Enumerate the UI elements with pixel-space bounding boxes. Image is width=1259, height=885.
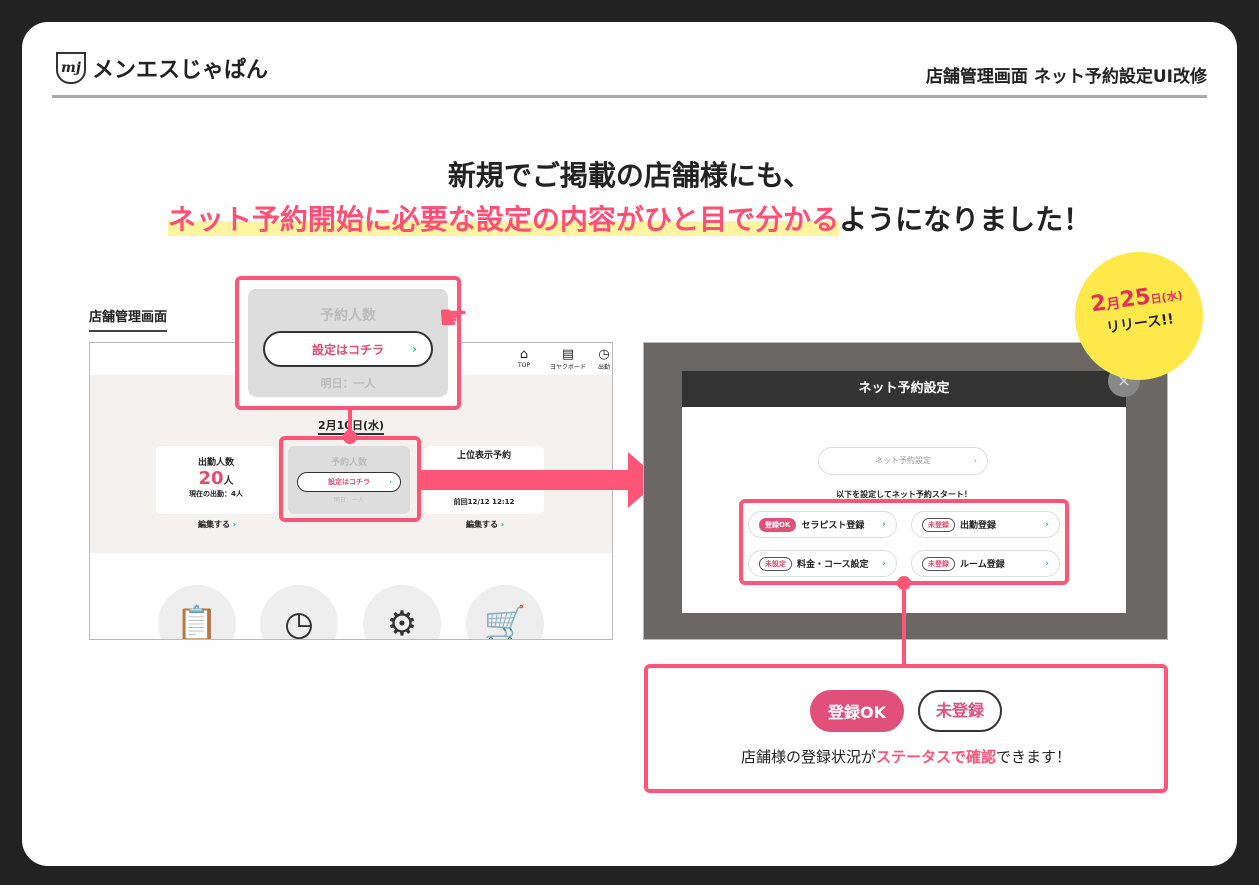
edit-link[interactable]: 編集する › bbox=[198, 520, 237, 529]
item-pricing[interactable]: 未設定料金・コース設定› bbox=[748, 550, 897, 577]
headline-rest: ようになりました！ bbox=[839, 203, 1092, 236]
cart-icon[interactable]: 🛒 bbox=[466, 585, 544, 639]
connector-line bbox=[902, 584, 906, 668]
document-title: 店舗管理画面 ネット予約設定UI改修 bbox=[925, 67, 1207, 87]
badge-ok: 登録OK bbox=[809, 690, 904, 732]
zoom-callout: 予約人数 設定はコチラ› 明日：一人 bbox=[235, 276, 461, 410]
highlight-frame bbox=[279, 436, 421, 522]
connector-line bbox=[348, 408, 352, 438]
pointing-hand-icon: ☛ bbox=[438, 298, 469, 338]
net-reservation-button[interactable]: ネット予約設定› bbox=[818, 447, 988, 475]
nav-attendance[interactable]: ◷出勤 bbox=[598, 347, 611, 371]
clock-icon[interactable]: ◷ bbox=[260, 585, 338, 639]
connector-dot bbox=[897, 576, 911, 590]
tile-reservations: 予約人数 設定はコチラ› 明日：一人 bbox=[288, 446, 410, 514]
arrow-shaft bbox=[420, 470, 630, 490]
badge-ng: 未登録 bbox=[918, 690, 1003, 732]
tile-attendance: 出勤人数 20人 現在の出勤：4人 bbox=[156, 446, 276, 514]
profile-settings-icon[interactable]: ⚙ bbox=[363, 585, 441, 639]
logo-text: メンエスじゃぱん bbox=[92, 58, 269, 83]
headline-line1: 新規でご掲載の店舗様にも、 bbox=[447, 159, 812, 192]
headline-highlight: ネット予約開始に必要な設定の内容がひと目で分かる bbox=[167, 203, 840, 236]
divider bbox=[52, 95, 1207, 98]
legend-text: 店舗様の登録状況がステータスで確認できます！ bbox=[740, 748, 1072, 766]
logo-mark: mj bbox=[56, 52, 86, 84]
edit-link[interactable]: 編集する › bbox=[466, 520, 505, 529]
headline-line2: ネット予約開始に必要な設定の内容がひと目で分かるようになりました！ bbox=[0, 198, 1259, 238]
callout-setup-button[interactable]: 設定はコチラ› bbox=[263, 331, 433, 367]
status-legend: 登録OK 未登録 店舗様の登録状況がステータスで確認できます！ bbox=[644, 664, 1168, 793]
clipboard-icon[interactable]: 📋 bbox=[158, 585, 236, 639]
modal-instruction: 以下を設定してネット予約スタート！ bbox=[836, 490, 972, 499]
section-label: 店舗管理画面 bbox=[89, 306, 168, 332]
item-room[interactable]: 未登録ルーム登録› bbox=[911, 550, 1060, 577]
connector-dot bbox=[343, 430, 357, 444]
item-attendance[interactable]: 未登録出勤登録› bbox=[911, 511, 1060, 538]
setup-button[interactable]: 設定はコチラ› bbox=[297, 472, 401, 492]
items-highlight-frame bbox=[739, 499, 1069, 585]
nav-top[interactable]: ⌂TOP bbox=[518, 347, 531, 369]
nav-board[interactable]: ▤ヨヤクボード bbox=[550, 347, 587, 371]
modal-title: ネット予約設定 bbox=[682, 371, 1126, 407]
